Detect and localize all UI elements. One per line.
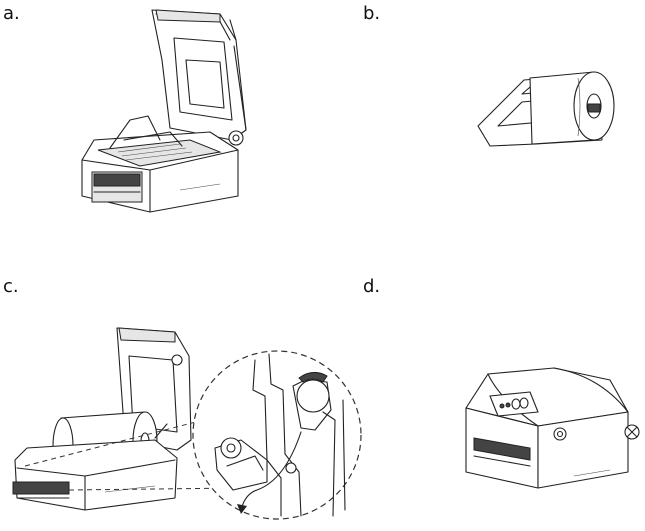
panel-label-c: c. [3, 276, 19, 297]
panel-label-d: d. [363, 276, 381, 297]
panel-label-b: b. [363, 3, 381, 24]
panel-label-a: a. [3, 3, 20, 24]
loading-paper-illustration [5, 320, 375, 531]
closed-printer-illustration [460, 360, 645, 500]
label-roll-illustration [470, 60, 630, 160]
open-printer-illustration [70, 0, 260, 220]
